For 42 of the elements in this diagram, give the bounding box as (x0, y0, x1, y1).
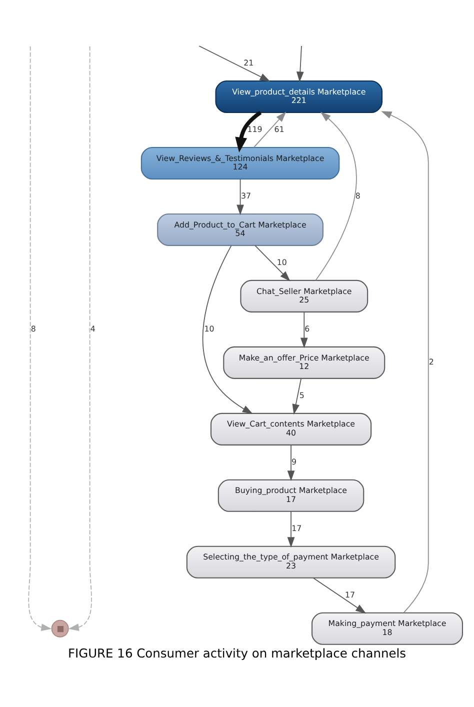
arrow (381, 111, 429, 614)
arrow (287, 511, 295, 548)
edge-label: 8 (355, 191, 360, 200)
arrow (296, 46, 304, 82)
node-circle (51, 620, 69, 638)
node-box: Selecting_the_type_of_payment Marketplace 23 (186, 546, 396, 578)
edge-label: 10 (204, 324, 214, 334)
edge-label: 21 (244, 58, 254, 68)
arrow (315, 112, 357, 281)
arrow (292, 378, 302, 415)
arrow (202, 245, 253, 414)
caption: FIGURE 16 Consumer activity on marketplace channels (68, 646, 406, 661)
edge-label: 119 (247, 124, 262, 134)
arrow (235, 110, 262, 153)
edge-label: 9 (292, 457, 297, 466)
edge-label: 4 (90, 324, 96, 334)
edge-label: 17 (345, 590, 356, 600)
node-box: Add_Product_to_Cart Marketplace 54 (157, 213, 324, 246)
node-box: View_product_details Marketplace 221 (215, 80, 383, 113)
node-box: Chat_Seller Marketplace 25 (240, 280, 368, 312)
edge-label: 37 (240, 191, 251, 200)
edge-label: 5 (299, 390, 304, 400)
arrow (198, 46, 270, 82)
node-box: Making_payment Marketplace 18 (312, 612, 463, 645)
arrow (28, 46, 52, 631)
edge-label: 61 (274, 124, 284, 134)
node-box: View_Reviews_&_Testimonials Marketplace 124 (140, 146, 340, 180)
arrow (68, 46, 92, 631)
edge-label: 17 (292, 524, 302, 533)
edge-label: 8 (30, 324, 36, 334)
arrow (312, 578, 366, 614)
node-box: Make_an_offer_Price Marketplace 12 (223, 346, 386, 379)
arrow (287, 444, 295, 482)
edge-label: 2 (428, 358, 434, 367)
arrow (300, 312, 308, 348)
arrow (254, 245, 290, 282)
arrow (253, 112, 286, 148)
edge-label: 6 (304, 324, 310, 334)
node-box: Buying_product Marketplace 17 (218, 479, 364, 512)
node-box: View_Cart_contents Marketplace 40 (210, 412, 372, 446)
arrow (236, 178, 244, 216)
edge-label: 10 (276, 258, 287, 267)
